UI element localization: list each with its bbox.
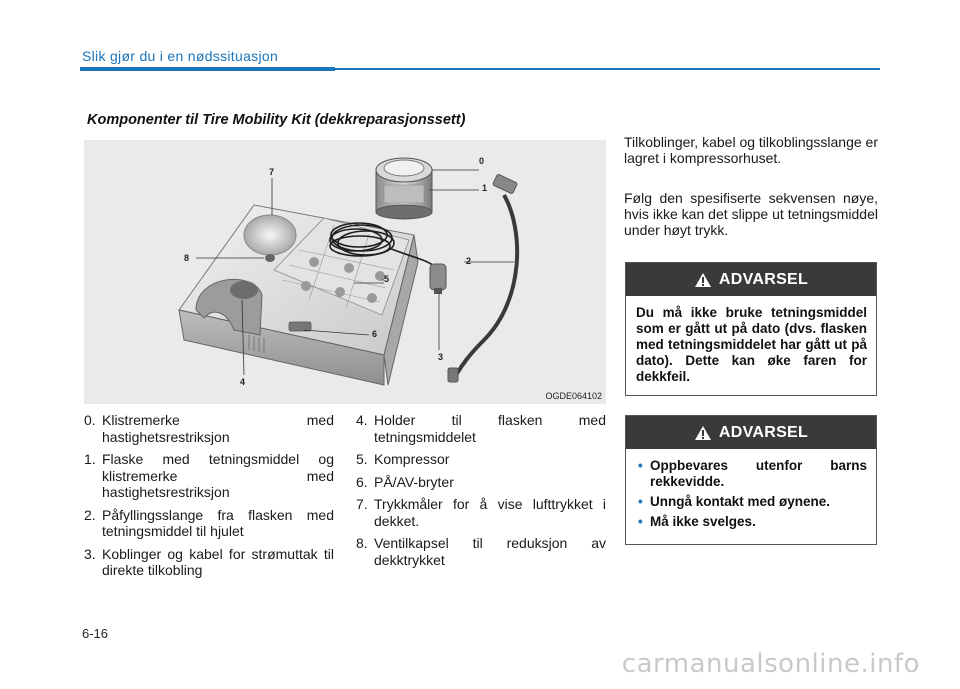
header-rule-thin	[335, 68, 880, 70]
section-title: Komponenter til Tire Mobility Kit (dekkr…	[87, 112, 466, 128]
watermark: carmanualsonline.info	[621, 649, 920, 679]
bullet-item: •Oppbevares utenfor barns rekkevidde.	[638, 458, 867, 489]
callout-0: 0	[479, 156, 485, 166]
list-item: 4.Holder til flasken med tetningsmiddele…	[356, 412, 606, 445]
header-rule-thick	[80, 67, 335, 71]
callout-7: 7	[269, 167, 275, 177]
list-item: 6.PÅ/AV-bryter	[356, 473, 454, 490]
list-item: 0.Klistremerke med hastighetsrestriksjon	[84, 412, 334, 445]
warning-title: ADVARSEL	[718, 423, 809, 441]
list-item: 8.Ventilkapsel til reduksjon av dekktryk…	[356, 535, 606, 568]
list-item: 7.Trykkmåler for å vise lufttrykket i de…	[356, 496, 606, 529]
bullet-item: •Må ikke svelges.	[638, 514, 756, 529]
warning-triangle-icon	[694, 272, 711, 287]
list-item: 2.Påfyllingsslange fra flasken med tetni…	[84, 506, 334, 540]
callout-1: 1	[482, 183, 488, 193]
figure-code: OGDE064102	[545, 391, 602, 401]
tire-mobility-kit-illustration: 0 1 2 3 4 5 6 7 8 OGDE064102	[84, 140, 606, 404]
sequence-paragraph: Følg den spesifiserte sekvensen nøye, hv…	[624, 190, 878, 238]
callout-leaders	[196, 169, 514, 376]
list-item: 3.Koblinger og kabel for strømuttak til …	[84, 545, 334, 579]
bullet-dot-icon: •	[638, 458, 643, 473]
warning-box-safety: ADVARSEL •Oppbevares utenfor barns rekke…	[625, 415, 877, 545]
callout-4: 4	[240, 377, 246, 387]
power-plug	[429, 263, 447, 294]
compressor	[178, 204, 419, 386]
bullet-item: •Unngå kontakt med øynene.	[638, 494, 831, 509]
bullet-dot-icon: •	[638, 494, 643, 509]
chapter-title: Slik gjør du i en nødssituasjon	[82, 48, 279, 64]
component-list-left: 0.Klistremerke med hastighetsrestriksjon…	[84, 412, 334, 585]
callout-3: 3	[438, 352, 444, 362]
bullet-dot-icon: •	[638, 514, 643, 529]
warning-header: ADVARSEL	[626, 263, 876, 296]
list-item: 5.Kompressor	[356, 451, 450, 467]
page-number: 6-16	[82, 626, 109, 641]
warning-body: •Oppbevares utenfor barns rekkevidde. •U…	[626, 449, 876, 544]
storage-paragraph: Tilkoblinger, kabel og tilkoblingsslange…	[624, 134, 878, 166]
callout-5: 5	[384, 274, 390, 284]
power-cable	[329, 222, 437, 269]
warning-box-expired-sealant: ADVARSEL Du må ikke bruke tetningsmiddel…	[625, 262, 877, 396]
warning-title: ADVARSEL	[718, 270, 809, 288]
warning-triangle-icon	[694, 425, 711, 440]
warning-header: ADVARSEL	[626, 416, 876, 449]
sealant-bottle	[375, 157, 433, 220]
callout-6: 6	[372, 329, 378, 339]
kit-drawing	[178, 157, 520, 386]
warning-body: Du må ikke bruke tetningsmiddel som er g…	[636, 305, 867, 384]
callout-8: 8	[184, 253, 190, 263]
filler-hose	[447, 174, 520, 383]
list-item: 1.Flaske med tetningsmiddel og klistreme…	[84, 451, 334, 500]
callout-2: 2	[466, 256, 472, 266]
component-list-right: 4.Holder til flasken med tetningsmiddele…	[356, 412, 606, 574]
